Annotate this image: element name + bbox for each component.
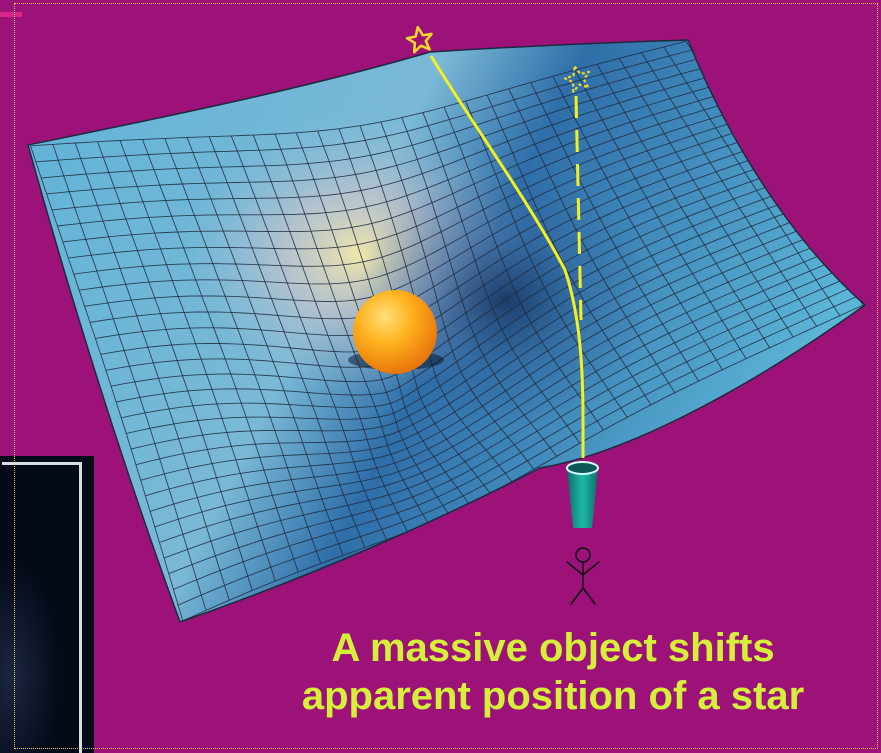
grid-line — [149, 243, 822, 512]
true-light-path — [429, 55, 585, 459]
inset-photo-frame — [2, 462, 82, 753]
grid-line — [73, 111, 733, 275]
grid-line — [62, 93, 722, 243]
grid-line — [68, 102, 727, 259]
grid-line — [126, 199, 792, 434]
grid-line — [57, 84, 716, 227]
grid-line — [159, 260, 834, 543]
caption-line-1: A massive object shifts — [331, 626, 775, 670]
grid-line — [173, 287, 852, 590]
grid-line — [51, 76, 710, 211]
grid-line — [182, 304, 864, 622]
star-dotted-outline-icon — [563, 65, 591, 93]
spacetime-sheet — [27, 39, 867, 623]
grid-line — [135, 216, 804, 466]
grid-line — [168, 278, 846, 575]
apparent-light-path — [574, 95, 583, 321]
caption-line-2: apparent position of a star — [301, 674, 805, 718]
orange-sphere — [353, 290, 437, 374]
grid-line — [41, 58, 698, 179]
caption: A massive object shifts apparent positio… — [230, 624, 876, 720]
grid-line — [79, 120, 739, 291]
grid-line — [154, 251, 828, 528]
grid-line — [84, 128, 745, 307]
grid-line — [140, 225, 810, 481]
title-underline-fragment — [0, 12, 22, 17]
grid-line — [163, 269, 840, 559]
grid-line — [145, 234, 816, 497]
grid-line — [121, 190, 786, 419]
star-outline-icon — [405, 25, 433, 54]
grid-line — [35, 49, 692, 163]
inset-photo — [0, 456, 94, 753]
grid-line — [177, 295, 858, 606]
stick-figure-icon — [566, 547, 600, 605]
grid-line — [46, 67, 704, 195]
telescope-icon — [566, 461, 599, 528]
inset-photo-glow — [0, 560, 60, 753]
grid-line — [130, 207, 798, 450]
